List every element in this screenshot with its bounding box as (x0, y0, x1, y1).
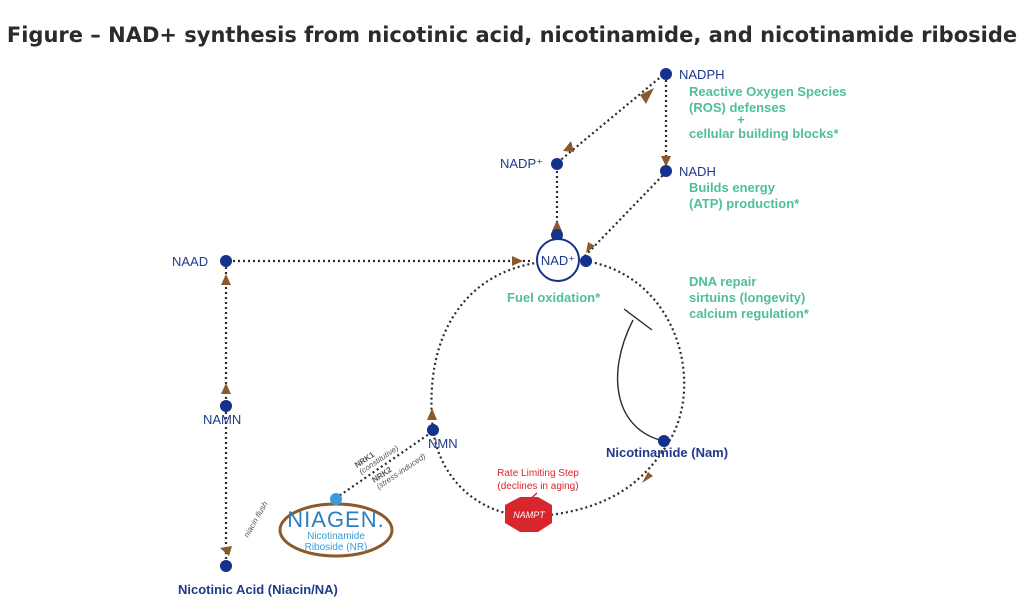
inhibition-curve (616, 319, 665, 442)
svg-text:Riboside (NR): Riboside (NR) (305, 542, 368, 553)
nampt-label: NAMPT (513, 510, 546, 520)
niagen-logo: NIAGEN. Nicotinamide Riboside (NR) (278, 502, 394, 558)
nam-label: Nicotinamide (Nam) (606, 445, 728, 460)
svg-text:(ROS) defenses: (ROS) defenses (689, 100, 786, 115)
svg-text:calcium regulation*: calcium regulation* (689, 306, 810, 321)
svg-text:Builds energy: Builds energy (689, 180, 776, 195)
dot-nadp (551, 158, 563, 170)
svg-text:(ATP) production*: (ATP) production* (689, 196, 800, 211)
nampt-enzyme: NAMPT (505, 497, 552, 532)
svg-text:DNA repair: DNA repair (689, 274, 756, 289)
nadh-label: NADH (679, 164, 716, 179)
dot-nr (330, 493, 342, 505)
arrowhead-up-to-nad (552, 220, 562, 231)
dot-nam (658, 435, 670, 447)
link-nad-nam-nampt (529, 259, 686, 519)
svg-text:sirtuins (longevity): sirtuins (longevity) (689, 290, 805, 305)
svg-text:+: + (737, 112, 745, 127)
arrowhead-to-nmn (427, 408, 437, 420)
dna-annotation: DNA repair sirtuins (longevity) calcium … (689, 274, 810, 321)
nmn-label: NMN (428, 436, 458, 451)
naad-label: NAAD (172, 254, 208, 269)
nadp-label: NADP⁺ (500, 156, 543, 171)
arrowhead-to-na (220, 546, 232, 556)
figure-title: Figure – NAD+ synthesis from nicotinic a… (7, 23, 1017, 47)
svg-text:Nicotinamide: Nicotinamide (307, 531, 365, 542)
nad-node: NAD⁺ (536, 238, 580, 282)
svg-text:cellular building blocks*: cellular building blocks* (689, 126, 839, 141)
nad-label: NAD⁺ (541, 253, 575, 268)
arrowhead-to-nad-from-naad (512, 256, 523, 266)
dot-naad (220, 255, 232, 267)
niacin-flush-label: niacin flush (242, 499, 270, 539)
niagen-wordmark: NIAGEN. (287, 507, 384, 532)
arrowhead-to-nadp (563, 141, 574, 152)
pathway-lines (224, 74, 686, 564)
dot-namn (220, 400, 232, 412)
nadph-label: NADPH (679, 67, 725, 82)
dot-nad-right (580, 255, 592, 267)
arrowhead-to-namn (221, 383, 231, 394)
node-dots (220, 68, 672, 572)
svg-text:Reactive Oxygen Species: Reactive Oxygen Species (689, 84, 847, 99)
dot-nad-top (551, 229, 563, 241)
energy-annotation: Builds energy (ATP) production* (689, 180, 800, 211)
arrowhead-to-nad-from-nadh (586, 242, 595, 253)
arrowhead-to-nadh (661, 156, 671, 167)
svg-text:(declines in aging): (declines in aging) (497, 481, 578, 492)
inhibition-bar (623, 308, 653, 331)
dot-nadh (660, 165, 672, 177)
dot-nmn (427, 424, 439, 436)
arrowhead-to-nam (642, 472, 653, 483)
dot-na (220, 560, 232, 572)
fuel-oxidation-label: Fuel oxidation* (507, 290, 601, 305)
namn-label: NAMN (203, 412, 241, 427)
link-nadh-nad (582, 171, 667, 259)
dot-nadph (660, 68, 672, 80)
svg-text:Rate Limiting Step: Rate Limiting Step (497, 468, 579, 479)
na-label: Nicotinic Acid (Niacin/NA) (178, 582, 338, 597)
arrowheads (220, 88, 671, 556)
arrowhead-to-naad (221, 274, 231, 285)
arrowhead-to-nadph (640, 88, 654, 104)
ros-annotation: Reactive Oxygen Species (ROS) defenses +… (689, 84, 847, 141)
